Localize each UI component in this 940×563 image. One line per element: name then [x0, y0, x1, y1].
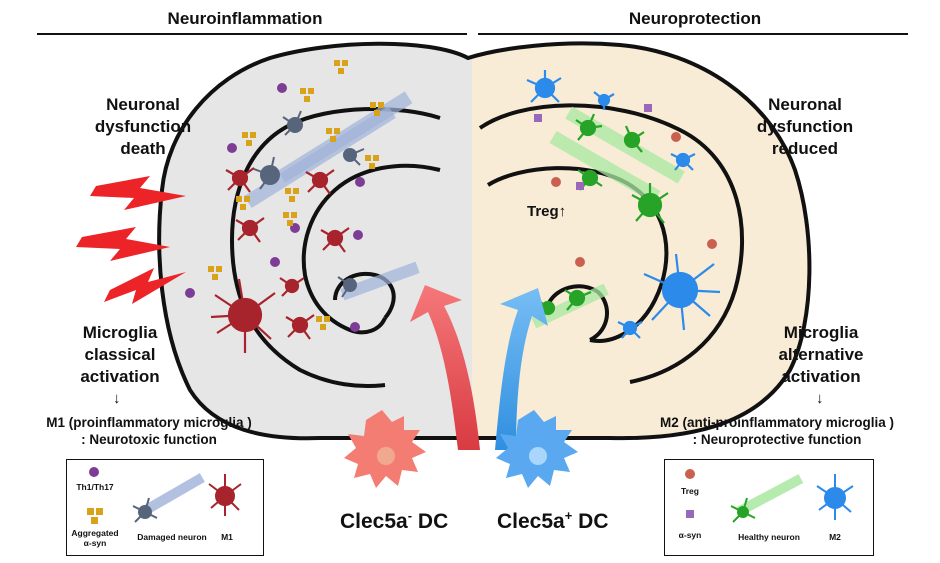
blue-curved-arrow: [495, 288, 548, 450]
th-cell-icon: [89, 467, 99, 477]
hippocampus-loop-left: [333, 271, 396, 320]
asyn-aggregates: [208, 60, 384, 330]
lightning-bolt-1: [90, 176, 186, 210]
damaged-neuron-icon: [132, 473, 205, 523]
m2-legend-icons: [685, 469, 854, 523]
header-neuroprotection: Neuroprotection: [628, 9, 762, 28]
m2-legend: Treg α-syn Healthy neuron M2: [664, 459, 874, 556]
healthy-neurons: [531, 106, 685, 329]
legend-treg-label: Treg: [681, 486, 699, 496]
legend-asyn-label: Aggregated α-syn: [71, 528, 119, 548]
lightning-bolt-3: [104, 268, 186, 304]
legend-damaged-neuron-label: Damaged neuron: [137, 532, 207, 542]
neuronal-dysfunction-reduced: Neuronal dysfunction reduced: [756, 95, 854, 158]
neuronal-dysfunction-death: Neuronal dysfunction death: [94, 95, 192, 158]
red-curved-arrow: [410, 285, 480, 450]
microglia-alternative-activation: Microglia alternative activation: [778, 323, 864, 386]
m1-legend: Th1/Th17 Aggregated α-syn Damaged neuron…: [66, 459, 264, 556]
brain-outline: [157, 41, 812, 441]
treg-increase-label: Treg↑: [527, 203, 567, 220]
clec5a-positive-dc-cell: [496, 410, 578, 488]
healthy-neuron-icon: [730, 474, 804, 523]
cortex-fold-left: [229, 106, 441, 389]
legend-m1-label: M1: [221, 532, 233, 542]
legend-asyn-right-label: α-syn: [678, 530, 702, 540]
legend-m2-label: M2: [829, 532, 841, 542]
treg-cells: [551, 132, 717, 267]
header-rule-right: [478, 33, 908, 35]
cortex-fold-right: [478, 103, 745, 384]
asyn-aggregate-icon: [87, 508, 103, 524]
treg-cell-icon: [685, 469, 695, 479]
m1-cell-icon: [208, 474, 242, 516]
header-rule-left: [37, 33, 467, 35]
clec5a-negative-dc-label: Clec5a- DC: [340, 508, 449, 533]
legend-healthy-neuron-label: Healthy neuron: [738, 532, 800, 542]
asyn-monomers: [534, 104, 652, 190]
m1-legend-icons: [87, 467, 242, 524]
header-neuroinflammation: Neuroinflammation: [167, 9, 323, 28]
down-arrow-left: ↓: [113, 390, 121, 407]
lightning-bolts: [76, 176, 186, 304]
microglia-classical-activation: Microglia classical activation: [80, 323, 160, 386]
asyn-icon: [686, 510, 694, 518]
m2-cell-icon: [816, 474, 854, 520]
m1-description: M1 (proinflammatory microglia ) : Neurot…: [46, 415, 252, 447]
hippocampus-fold-left: [301, 163, 441, 335]
down-arrow-right: ↓: [816, 390, 824, 407]
damaged-neurons: [244, 91, 420, 301]
clec5a-positive-dc-label: Clec5a+ DC: [497, 508, 609, 533]
clec5a-negative-dc-cell: [344, 410, 426, 488]
m2-description: M2 (anti-proinflammatory microglia ) : N…: [659, 415, 895, 447]
m1-microglia-cluster: [210, 167, 350, 353]
lightning-bolt-2: [76, 227, 170, 261]
legend-th-label: Th1/Th17: [76, 482, 114, 492]
m2-microglia-cluster: [526, 70, 721, 339]
